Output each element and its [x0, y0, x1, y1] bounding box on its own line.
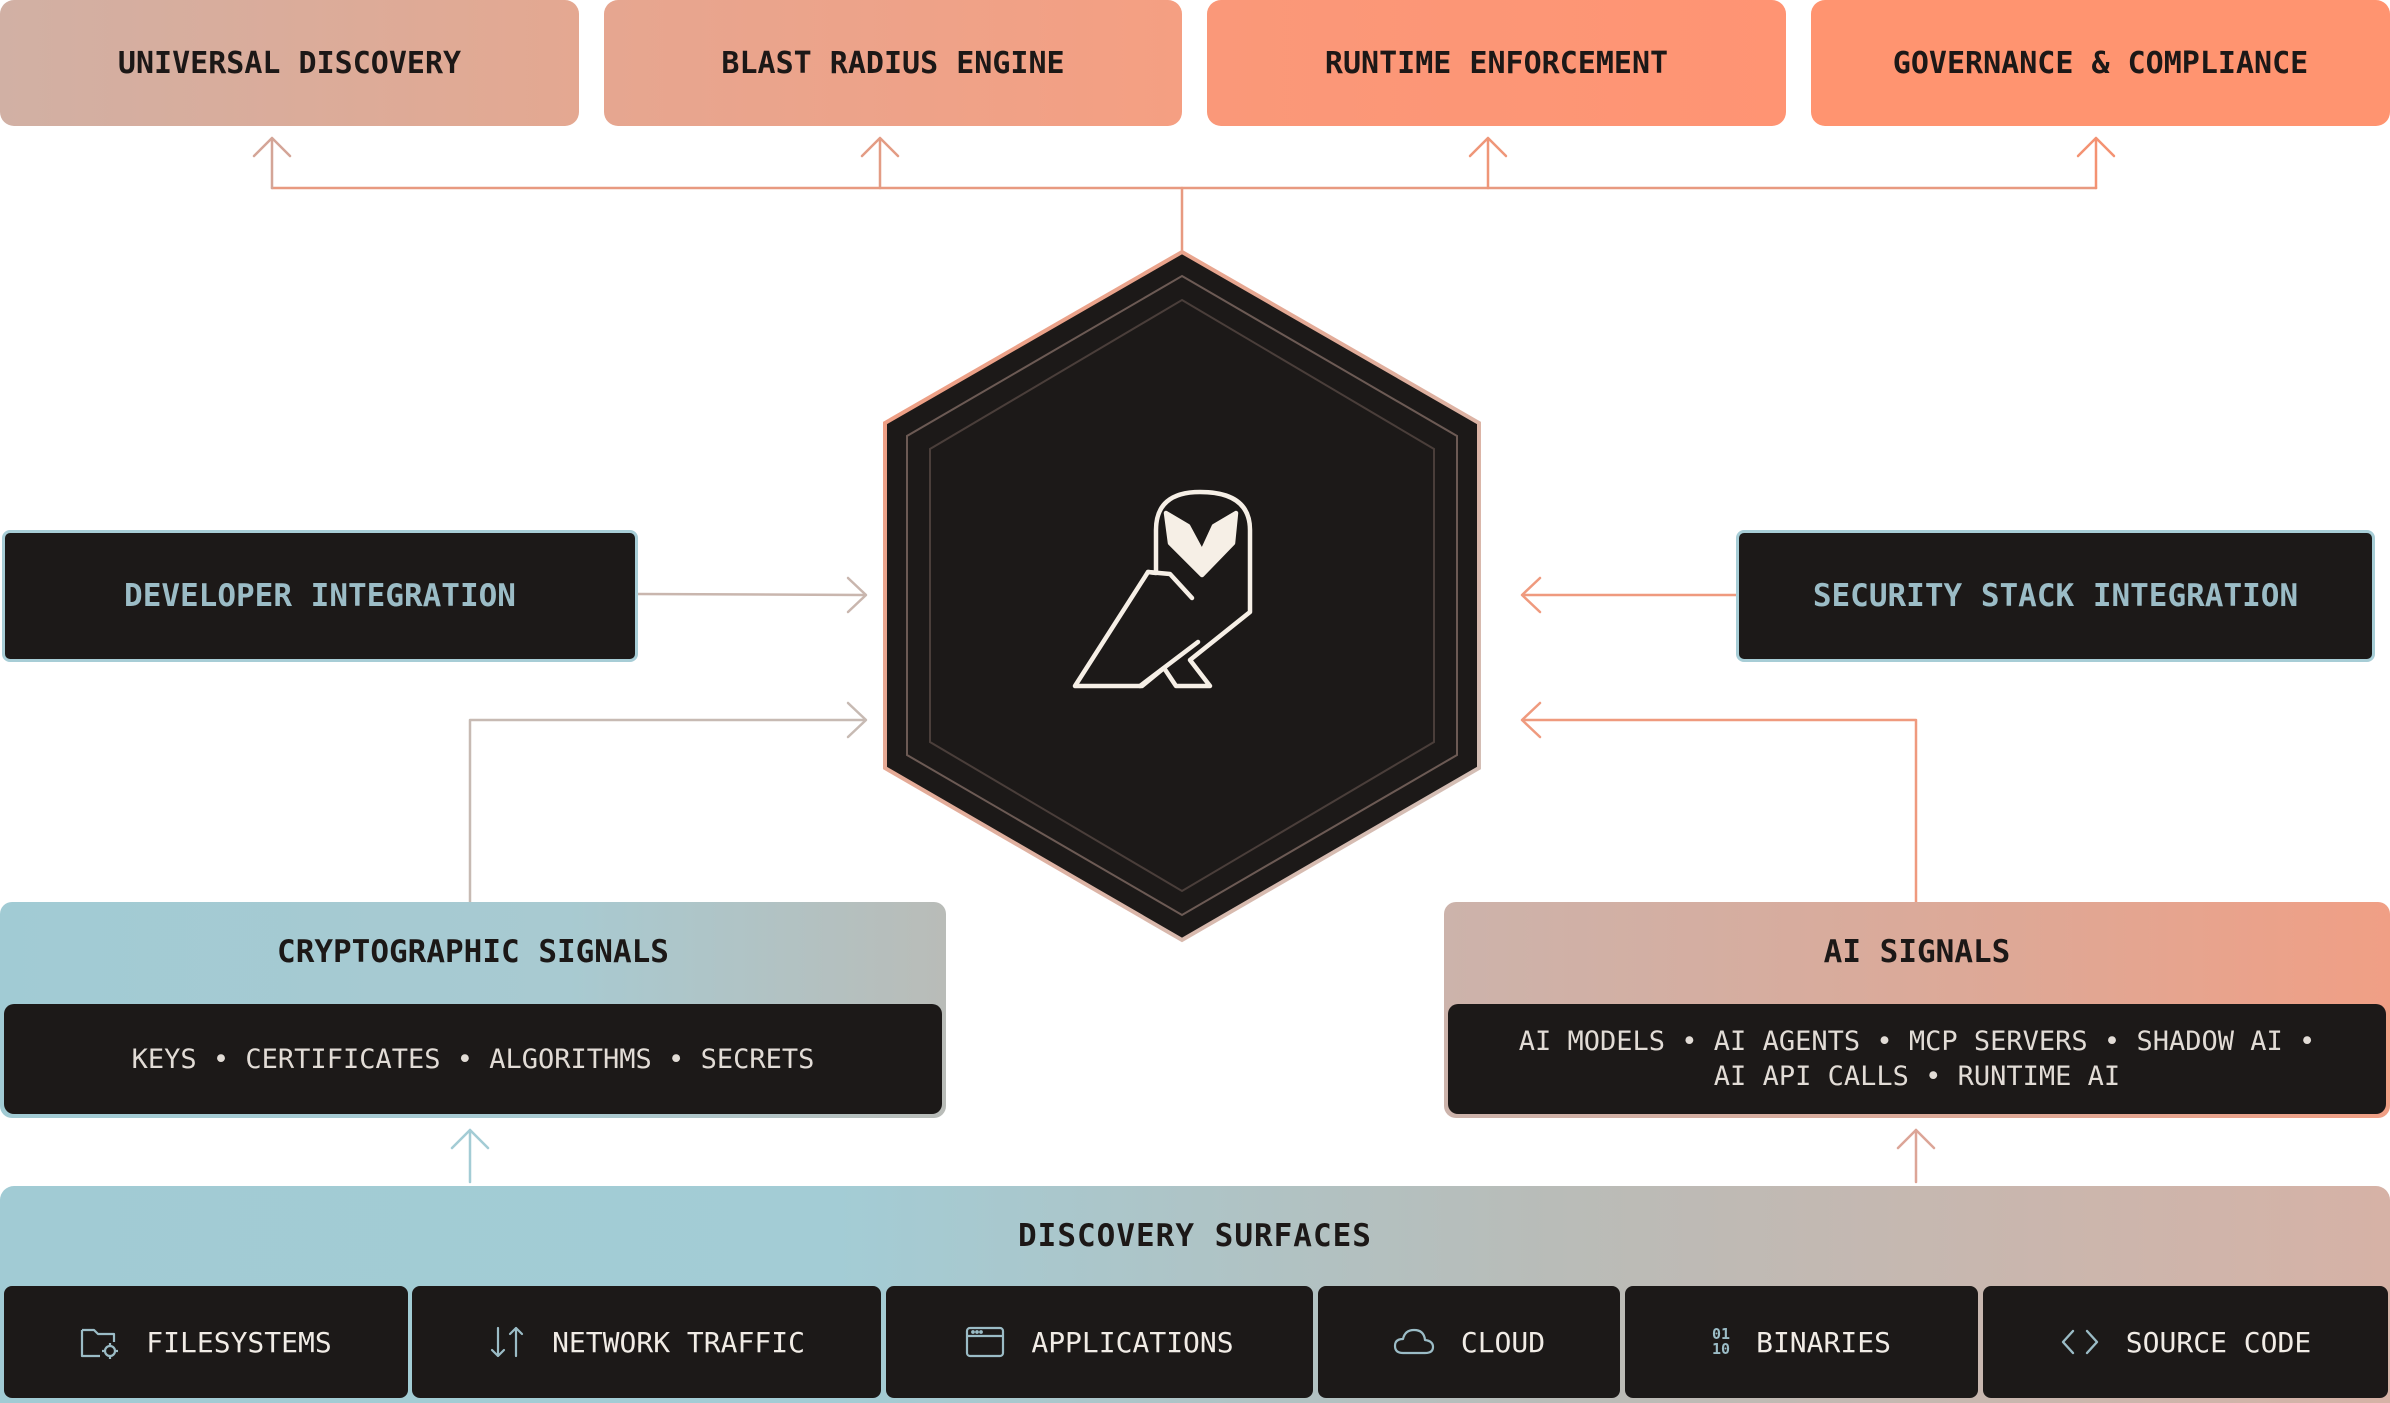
ai-signals-line-2: AI API CALLS • RUNTIME AI — [1713, 1061, 2121, 1092]
capability-label: BLAST RADIUS ENGINE — [721, 45, 1065, 81]
owl-icon — [1072, 489, 1253, 689]
capability-label: UNIVERSAL DISCOVERY — [117, 45, 462, 81]
cryptographic-signals-title: CRYPTOGRAPHIC SIGNALS — [277, 934, 669, 970]
developer-integration-box: DEVELOPER INTEGRATION — [2, 530, 638, 662]
surface-label: FILESYSTEMS — [146, 1325, 332, 1359]
ai-signals-list: AI MODELS • AI AGENTS • MCP SERVERS • SH… — [1448, 1004, 2386, 1114]
surface-label: NETWORK TRAFFIC — [552, 1325, 805, 1359]
capability-label: GOVERNANCE & COMPLIANCE — [1892, 45, 2309, 81]
security-stack-integration-label: SECURITY STACK INTEGRATION — [1812, 578, 2299, 614]
capability-label: RUNTIME ENFORCEMENT — [1324, 45, 1669, 81]
surface-label: APPLICATIONS — [1031, 1325, 1234, 1359]
security-stack-integration-box: SECURITY STACK INTEGRATION — [1736, 530, 2375, 662]
developer-integration-label: DEVELOPER INTEGRATION — [124, 578, 516, 614]
code-brackets-icon — [2060, 1327, 2100, 1357]
surface-filesystems: FILESYSTEMS — [4, 1286, 408, 1398]
ai-signals-line-1: AI MODELS • AI AGENTS • MCP SERVERS • SH… — [1518, 1026, 2316, 1057]
surface-network-traffic: NETWORK TRAFFIC — [412, 1286, 881, 1398]
cryptographic-signals-list: KEYS • CERTIFICATES • ALGORITHMS • SECRE… — [4, 1004, 942, 1114]
surface-applications: APPLICATIONS — [886, 1286, 1313, 1398]
surface-label: BINARIES — [1756, 1325, 1891, 1359]
folder-gear-icon — [80, 1324, 120, 1360]
ai-signals-panel: AI SIGNALS AI MODELS • AI AGENTS • MCP S… — [1444, 902, 2390, 1118]
ai-signals-title: AI SIGNALS — [1823, 934, 2011, 970]
capability-governance-compliance: GOVERNANCE & COMPLIANCE — [1811, 0, 2390, 126]
app-window-icon — [965, 1325, 1005, 1359]
surface-cloud: CLOUD — [1318, 1286, 1620, 1398]
surface-label: CLOUD — [1460, 1325, 1546, 1359]
capability-blast-radius-engine: BLAST RADIUS ENGINE — [604, 0, 1182, 126]
discovery-surfaces-title: DISCOVERY SURFACES — [1018, 1218, 1372, 1254]
cryptographic-signals-items: KEYS • CERTIFICATES • ALGORITHMS • SECRE… — [131, 1043, 815, 1075]
cryptographic-signals-panel: CRYPTOGRAPHIC SIGNALS KEYS • CERTIFICATE… — [0, 902, 946, 1118]
central-hexagon — [883, 249, 1481, 943]
cloud-icon — [1393, 1327, 1435, 1357]
surface-label: SOURCE CODE — [2125, 1325, 2312, 1359]
capability-runtime-enforcement: RUNTIME ENFORCEMENT — [1207, 0, 1786, 126]
arrows-up-down-icon — [488, 1324, 526, 1360]
capability-universal-discovery: UNIVERSAL DISCOVERY — [0, 0, 579, 126]
surface-source-code: SOURCE CODE — [1983, 1286, 2388, 1398]
